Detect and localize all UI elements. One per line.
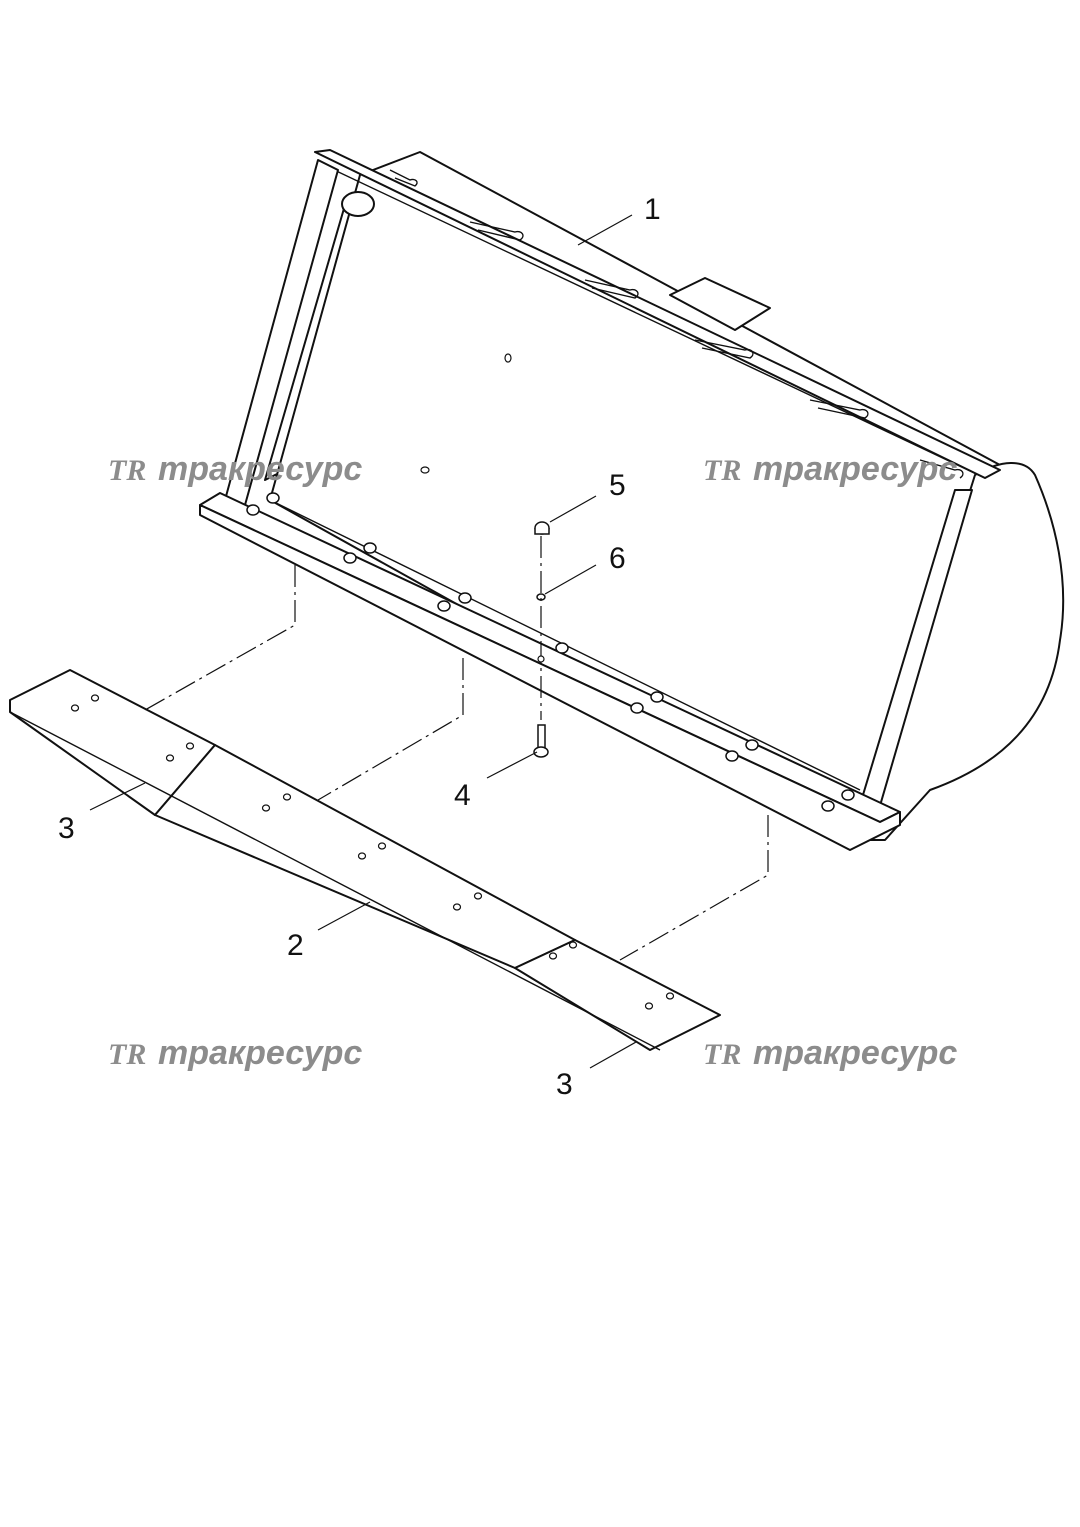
watermark-top-left: TR тракресурс	[108, 450, 362, 488]
watermark-logo: TR	[703, 454, 741, 487]
cutting-edge-holes	[70, 694, 675, 1010]
watermark-text: тракресурс	[158, 450, 362, 488]
bucket-base-edge-front	[199, 504, 901, 851]
bucket-hole	[504, 353, 512, 363]
watermark-text: тракресурс	[158, 1034, 362, 1072]
leaders	[89, 214, 637, 1069]
callout-4: 4	[454, 779, 471, 812]
callout-6: 6	[609, 542, 626, 575]
watermark-top-right: TR тракресурс	[703, 450, 957, 488]
base-bolt-heads	[246, 492, 855, 812]
bucket-right-side-plate	[859, 462, 1065, 841]
callout-3b: 3	[556, 1068, 573, 1101]
callout-3a: 3	[58, 812, 75, 845]
bucket-hole	[420, 466, 430, 474]
watermark-logo: TR	[703, 1038, 741, 1071]
bucket-pivot-disc	[341, 191, 375, 217]
callout-1: 1	[644, 193, 661, 226]
bolt-part-4	[533, 724, 549, 758]
watermark-text: тракресурс	[753, 1034, 957, 1072]
assembly-centerlines	[144, 565, 769, 961]
watermark-bottom-left: TR тракресурс	[108, 1034, 362, 1072]
callout-5: 5	[609, 469, 626, 502]
watermark-logo: TR	[108, 454, 146, 487]
watermark-text: тракресурс	[753, 450, 957, 488]
nut-part-5	[534, 521, 550, 535]
bucket-hooks	[389, 169, 964, 479]
bucket	[199, 149, 1065, 851]
bucket-mount-plate	[669, 277, 771, 331]
callout-2: 2	[287, 929, 304, 962]
watermark-bottom-right: TR тракресурс	[703, 1034, 957, 1072]
cutting-edge-segment-right	[514, 939, 721, 1051]
cutting-edge-assembly	[9, 669, 721, 1051]
watermark-logo: TR	[108, 1038, 146, 1071]
